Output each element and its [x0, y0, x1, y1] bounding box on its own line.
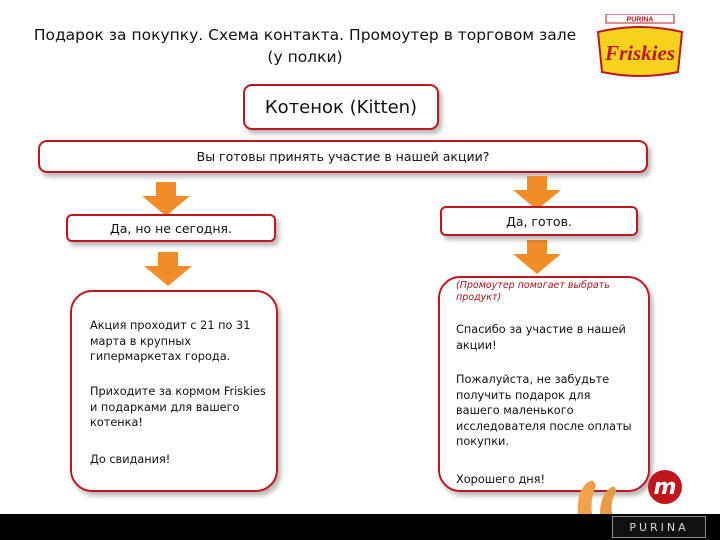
script-box-not-today — [70, 290, 278, 492]
root-node-label: Котенок (Kitten) — [264, 96, 418, 118]
footer-bar — [0, 514, 720, 540]
script-box-ready — [438, 276, 650, 492]
root-node-kitten: Котенок (Kitten) — [243, 84, 439, 130]
title-line-2: (у полки) — [267, 48, 343, 66]
question-label: Вы готовы принять участие в нашей акции? — [196, 149, 490, 164]
answer-not-today-label: Да, но не сегодня. — [109, 220, 233, 236]
arrow-down-icon — [513, 176, 561, 210]
answer-ready-label: Да, готов. — [506, 213, 572, 229]
left-paragraph-2: Приходите за кормом Friskies и подарками… — [90, 385, 266, 429]
promoter-note: (Промоутер помогает выбрать продукт) — [456, 280, 610, 303]
logo-purina-text: PURINA — [627, 17, 654, 24]
answer-not-today: Да, но не сегодня. — [66, 214, 276, 242]
purina-footer-text: PURINA — [629, 520, 689, 534]
left-paragraph-3: До свидания! — [90, 453, 171, 466]
friskies-logo: PURINA Friskies — [592, 13, 688, 80]
arrow-down-icon — [513, 240, 561, 274]
friskies-logo-icon: PURINA Friskies — [596, 13, 684, 77]
cat-paw-icon — [577, 480, 616, 514]
purina-footer-logo: PURINA — [612, 516, 706, 538]
right-paragraph-2: Пожалуйста, не забудьте получить подарок… — [456, 373, 632, 448]
m-brand-logo: m — [648, 470, 682, 504]
arrow-down-icon — [144, 252, 192, 286]
slide-title: Подарок за покупку. Схема контакта. Пром… — [20, 24, 590, 68]
title-line-1: Подарок за покупку. Схема контакта. Пром… — [33, 26, 577, 44]
question-node: Вы готовы принять участие в нашей акции? — [38, 140, 648, 173]
answer-ready: Да, готов. — [440, 206, 638, 236]
m-brand-letter: m — [653, 474, 677, 500]
left-paragraph-1: Акция проходит с 21 по 31 марта в крупны… — [90, 319, 251, 363]
right-paragraph-3: Хорошего дня! — [456, 473, 545, 486]
arrow-down-icon — [142, 182, 190, 216]
right-paragraph-1: Спасибо за участие в нашей акции! — [456, 323, 626, 352]
logo-brand-text: Friskies — [604, 41, 675, 65]
